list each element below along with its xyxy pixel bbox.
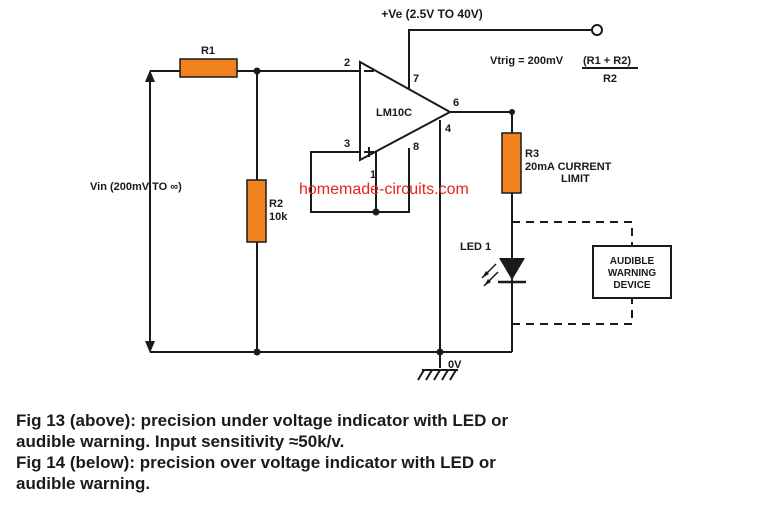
watermark-text: homemade-circuits.com [299,181,469,198]
formula-lhs: Vtrig = 200mV [490,55,564,67]
led-symbol [481,258,526,287]
resistor-r1 [179,58,238,78]
warning-device-box [592,245,672,299]
caption-line-1: Fig 13 (above): precision under voltage … [16,411,509,430]
r3-value-line1: 20mA CURRENT [525,161,612,173]
supply-terminal [591,24,603,36]
pin-2-label: 2 [344,57,350,69]
warning-device-line1: AUDIBLE [610,256,655,267]
caption-line-2: audible warning. Input sensitivity ≈50k/… [16,432,345,451]
ground-label: 0V [448,359,462,371]
resistor-r3 [501,132,522,194]
pin-6-label: 6 [453,97,459,109]
formula-denominator: R2 [603,73,617,85]
pin-8-label: 8 [413,141,419,153]
warning-device-wires [512,221,633,325]
r2-value: 10k [269,211,288,223]
vin-arrow [145,70,155,353]
resistor-r2 [246,179,267,243]
caption-line-3: Fig 14 (below): precision over voltage i… [16,453,496,472]
r1-label: R1 [201,45,215,57]
pin-3-label: 3 [344,138,350,150]
caption-line-4: audible warning. [16,474,151,493]
warning-device-line2: WARNING [608,268,657,279]
pin-7-label: 7 [413,73,419,85]
r2-label: R2 [269,198,283,210]
warning-device-line3: DEVICE [613,280,651,291]
pin-1-label: 1 [370,169,376,181]
figure-caption: Fig 13 (above): precision under voltage … [16,410,761,494]
input-voltage-label: Vin (200mV TO ∞) [90,181,182,193]
junction-dots [253,67,515,356]
r3-value-line2: LIMIT [561,173,590,185]
opamp-plus-sign [364,147,374,157]
pin-4-label: 4 [445,123,452,135]
formula-numerator: (R1 + R2) [583,55,631,67]
r3-label: R3 [525,148,539,160]
led-label: LED 1 [460,241,491,253]
opamp-label: LM10C [376,107,412,119]
opamp-symbol [359,60,453,162]
circuit-schematic: +Ve (2.5V TO 40V) Vtrig = 200mV (R1 + R2… [90,7,672,381]
supply-label: +Ve (2.5V TO 40V) [381,7,483,21]
